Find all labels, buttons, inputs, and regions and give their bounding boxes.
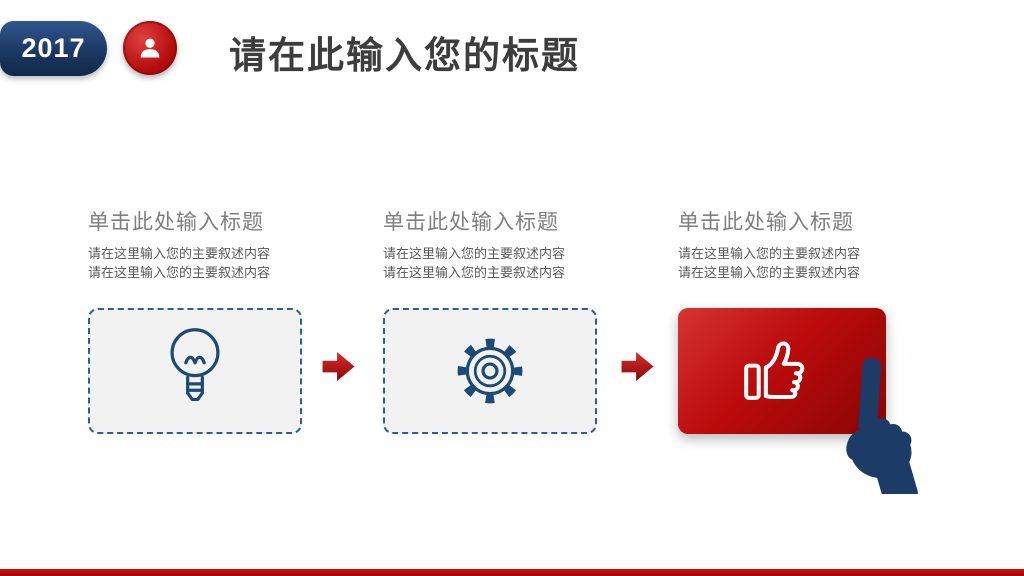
step-card-3 (678, 308, 886, 434)
column-body-line: 请在这里输入您的主要叙述内容 (678, 246, 861, 261)
column-heading: 单击此处输入标题 (88, 211, 264, 234)
bottom-accent-bar (0, 569, 1024, 576)
process-column-2: 单击此处输入标题 请在这里输入您的主要叙述内容 请在这里输入您的主要叙述内容 (383, 206, 599, 434)
user-icon (140, 38, 160, 58)
column-body: 请在这里输入您的主要叙述内容 请在这里输入您的主要叙述内容 (88, 244, 304, 282)
process-column-1: 单击此处输入标题 请在这里输入您的主要叙述内容 请在这里输入您的主要叙述内容 (88, 206, 304, 434)
column-body-line: 请在这里输入您的主要叙述内容 (383, 246, 566, 261)
step-card-2 (383, 308, 597, 434)
column-body-line: 请在这里输入您的主要叙述内容 (88, 246, 271, 261)
page-title: 请在此输入您的标题 (229, 35, 580, 76)
column-body: 请在这里输入您的主要叙述内容 请在这里输入您的主要叙述内容 (383, 244, 599, 282)
column-body-line: 请在这里输入您的主要叙述内容 (678, 265, 861, 280)
year-badge: 2017 (0, 21, 107, 76)
step-card-1 (88, 308, 302, 434)
column-body-line: 请在这里输入您的主要叙述内容 (383, 265, 566, 280)
thumbs-up-icon (744, 341, 805, 400)
process-column-3: 单击此处输入标题 请在这里输入您的主要叙述内容 请在这里输入您的主要叙述内容 (678, 206, 894, 434)
pointer-hand-icon (846, 357, 918, 494)
column-heading: 单击此处输入标题 (678, 211, 854, 234)
gear-icon (457, 338, 523, 404)
column-body: 请在这里输入您的主要叙述内容 请在这里输入您的主要叙述内容 (678, 244, 894, 282)
arrow-right-icon (621, 351, 654, 382)
year-badge-label: 2017 (21, 33, 86, 63)
arrow-right-icon (322, 351, 355, 382)
column-heading: 单击此处输入标题 (383, 211, 559, 234)
column-body-line: 请在这里输入您的主要叙述内容 (88, 265, 271, 280)
lightbulb-icon (170, 328, 220, 402)
user-badge (123, 21, 177, 75)
